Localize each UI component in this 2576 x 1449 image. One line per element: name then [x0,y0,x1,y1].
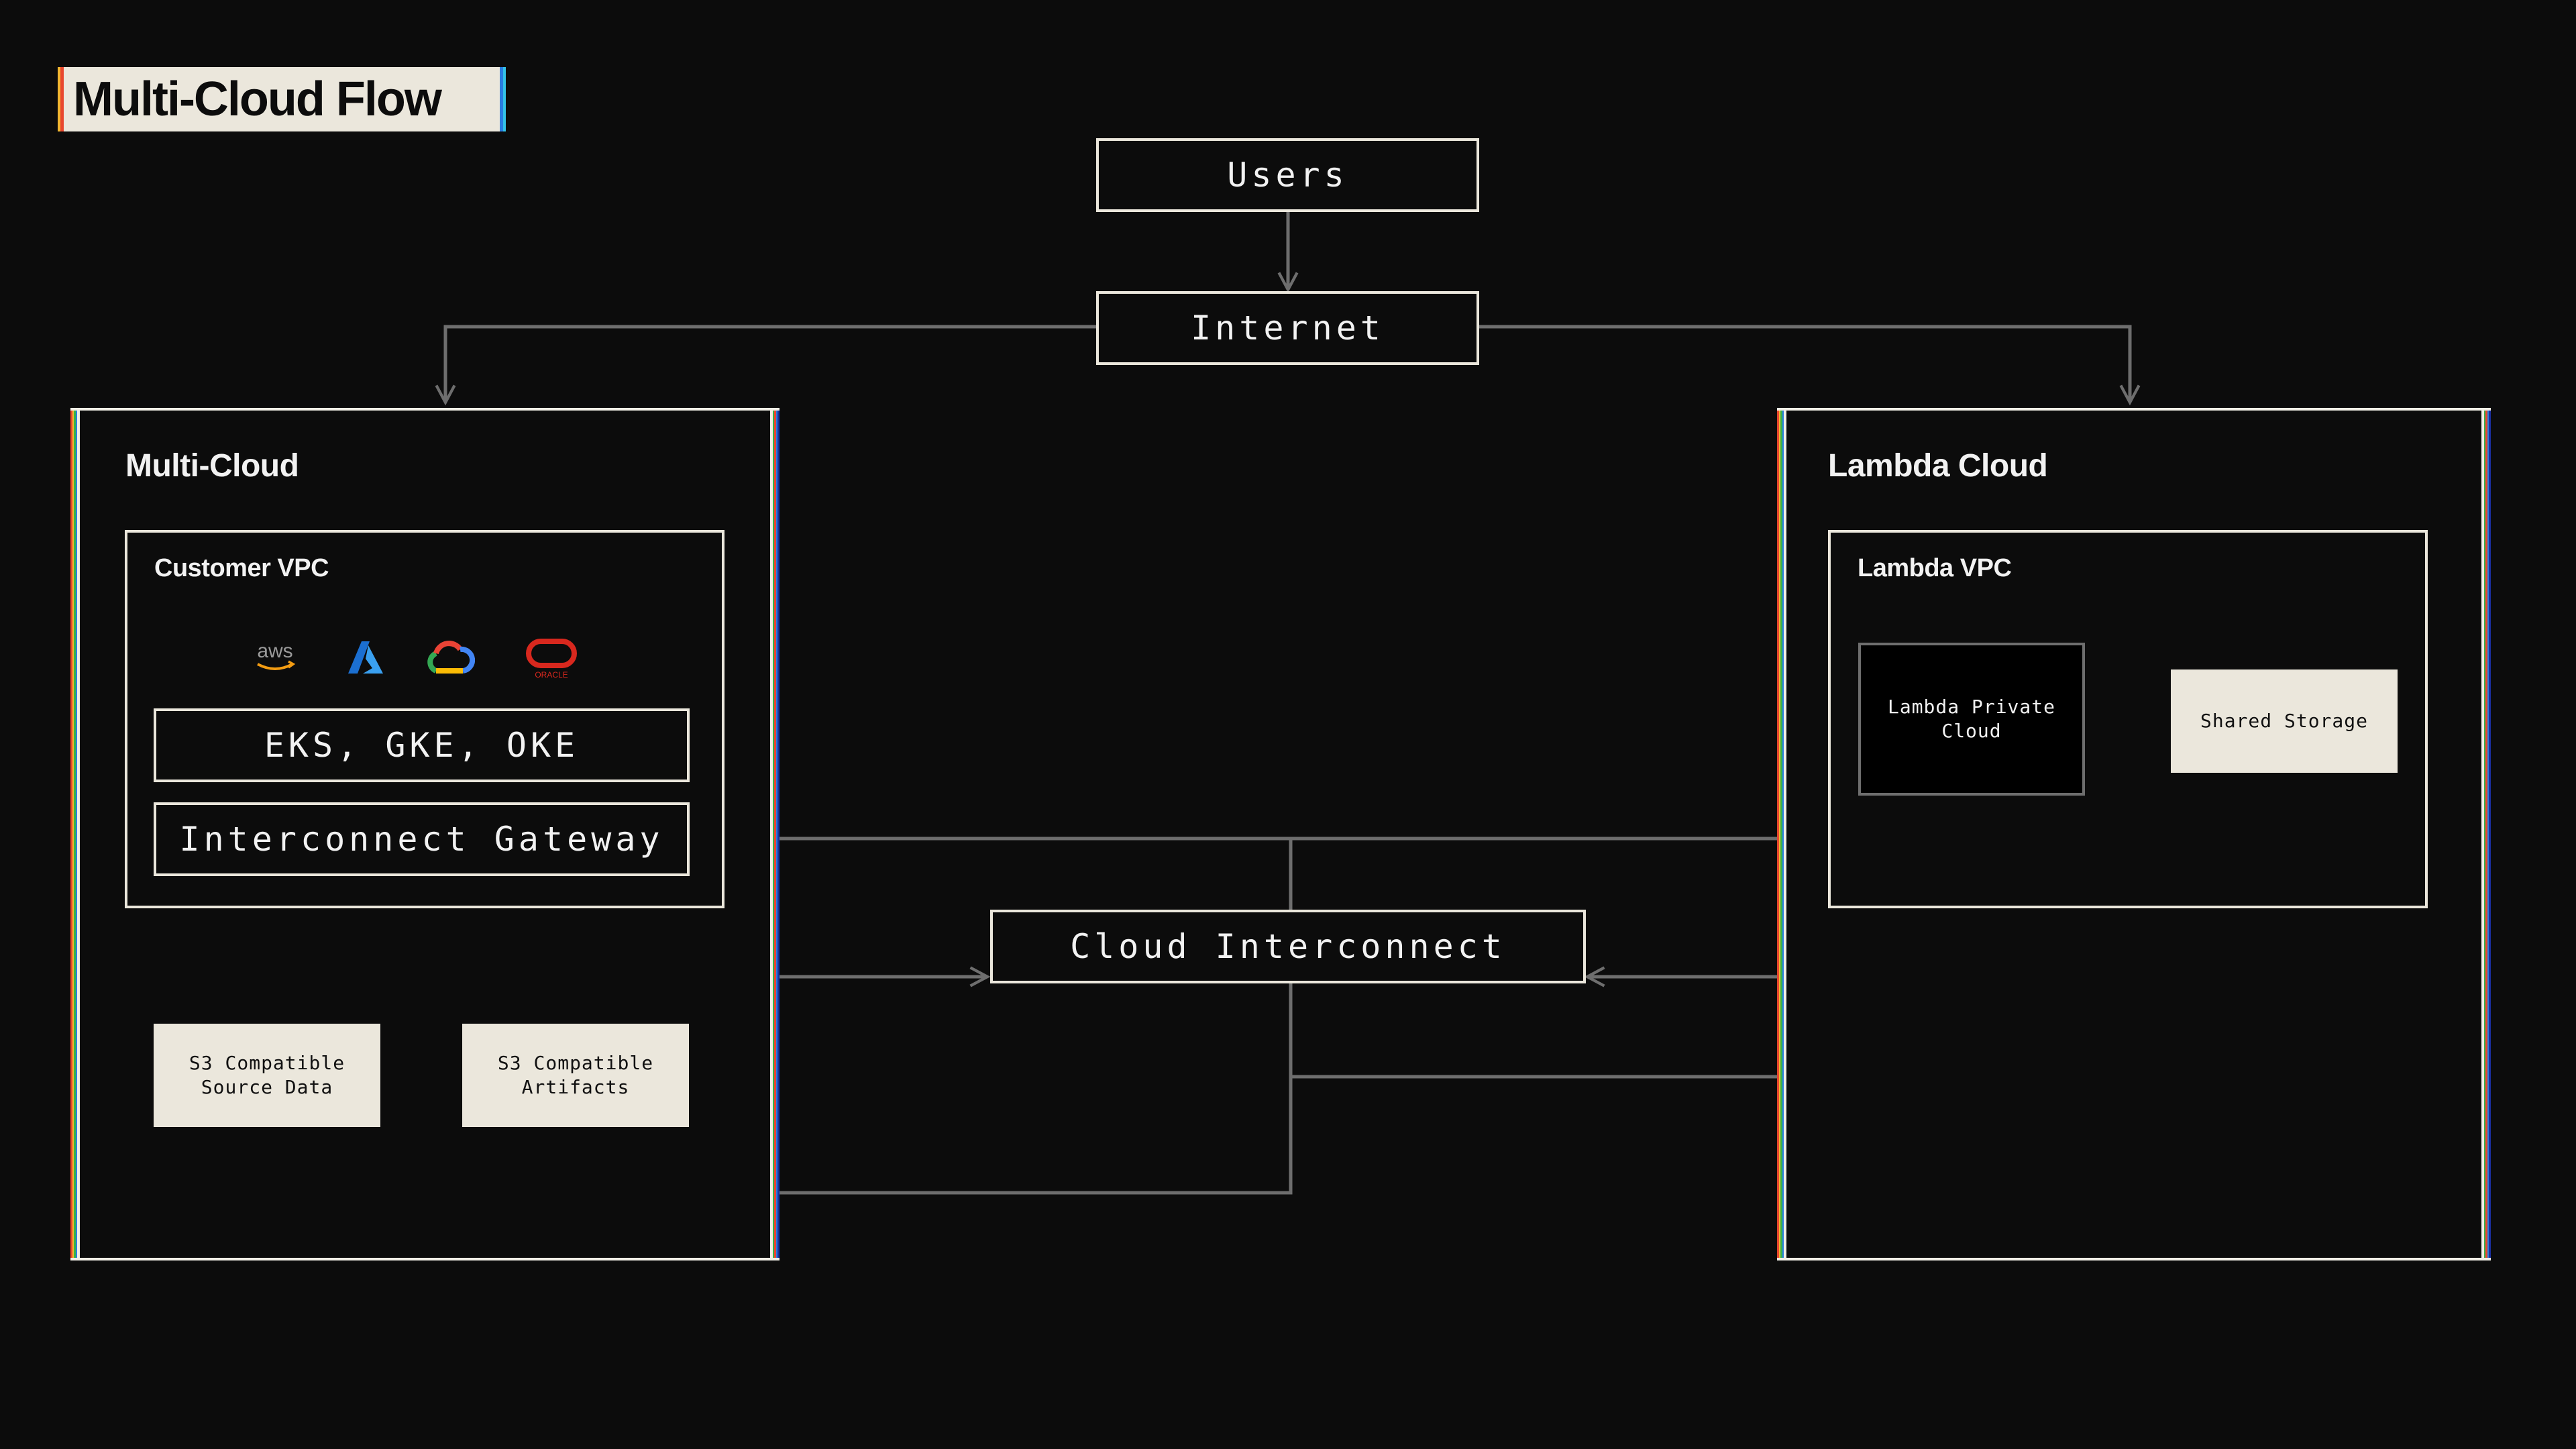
lambda-vpc-title: Lambda VPC [1858,554,2012,582]
page-title: Multi-Cloud Flow [64,67,500,131]
cloud-interconnect-node: Cloud Interconnect [990,910,1586,983]
customer-vpc: Customer VPC [125,530,724,908]
shared-storage-box: Shared Storage [2171,669,2398,773]
lambda-cloud-panel: Lambda Cloud [1777,408,2491,1260]
lambda-private-cloud-box: Lambda Private Cloud [1858,643,2085,796]
azure-logo-icon [342,637,389,678]
customer-vpc-title: Customer VPC [154,554,329,582]
users-node: Users [1096,138,1479,212]
k8s-services-box: EKS, GKE, OKE [154,708,690,782]
multi-cloud-title: Multi-Cloud [125,448,299,484]
aws-logo-text: aws [257,640,292,662]
oracle-logo-text: ORACLE [535,670,568,680]
lambda-cloud-title: Lambda Cloud [1828,448,2048,484]
interconnect-gateway-box: Interconnect Gateway [154,802,690,876]
internet-to-lambda-arrow [1479,325,2141,406]
google-cloud-logo-icon [423,637,476,678]
lambda-vpc: Lambda VPC [1828,530,2428,908]
oracle-logo-icon: ORACLE [523,637,580,682]
aws-logo-icon: aws [248,637,302,678]
internet-to-multicloud-arrow [435,325,1096,406]
s3-source-data-box: S3 Compatible Source Data [154,1024,380,1127]
s3-artifacts-box: S3 Compatible Artifacts [462,1024,689,1127]
internet-node: Internet [1096,291,1479,365]
